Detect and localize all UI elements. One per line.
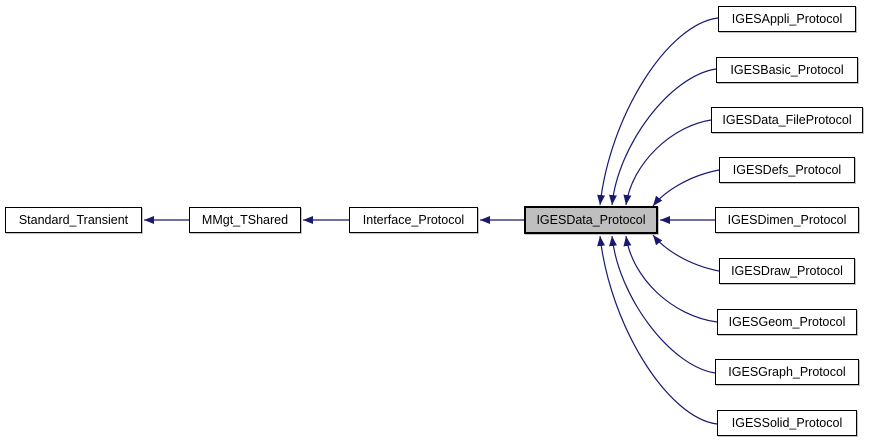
node-igesdimen-protocol[interactable]: IGESDimen_Protocol xyxy=(715,207,859,233)
edge-IGESDefs_Protocol-to-IGESData_Protocol xyxy=(652,169,720,207)
node-igesdata-protocol: IGESData_Protocol xyxy=(524,206,658,234)
edge-IGESGeom_Protocol-to-IGESData_Protocol xyxy=(623,235,718,323)
edge-IGESBasic_Protocol-to-IGESData_Protocol xyxy=(609,68,717,206)
edge-IGESGraph_Protocol-to-IGESData_Protocol xyxy=(609,235,716,374)
edge-IGESSolid_Protocol-to-IGESData_Protocol xyxy=(597,235,718,425)
node-igesdefs-protocol[interactable]: IGESDefs_Protocol xyxy=(719,157,855,183)
node-interface-protocol[interactable]: Interface_Protocol xyxy=(349,207,478,233)
node-igesgeom-protocol[interactable]: IGESGeom_Protocol xyxy=(717,309,857,335)
edge-IGESAppli_Protocol-to-IGESData_Protocol xyxy=(597,17,719,206)
node-igesbasic-protocol[interactable]: IGESBasic_Protocol xyxy=(716,57,858,83)
node-igesappli-protocol[interactable]: IGESAppli_Protocol xyxy=(718,6,856,32)
node-mmgt-tshared[interactable]: MMgt_TShared xyxy=(189,207,301,233)
node-igesgraph-protocol[interactable]: IGESGraph_Protocol xyxy=(715,359,859,385)
node-igesdata-fileprotocol[interactable]: IGESData_FileProtocol xyxy=(711,107,863,133)
node-igessolid-protocol[interactable]: IGESSolid_Protocol xyxy=(717,410,857,436)
node-standard-transient[interactable]: Standard_Transient xyxy=(5,207,142,233)
edge-IGESDraw_Protocol-to-IGESData_Protocol xyxy=(652,234,720,272)
edge-IGESData_FileProtocol-to-IGESData_Protocol xyxy=(623,119,712,206)
node-igesdraw-protocol[interactable]: IGESDraw_Protocol xyxy=(719,258,855,284)
